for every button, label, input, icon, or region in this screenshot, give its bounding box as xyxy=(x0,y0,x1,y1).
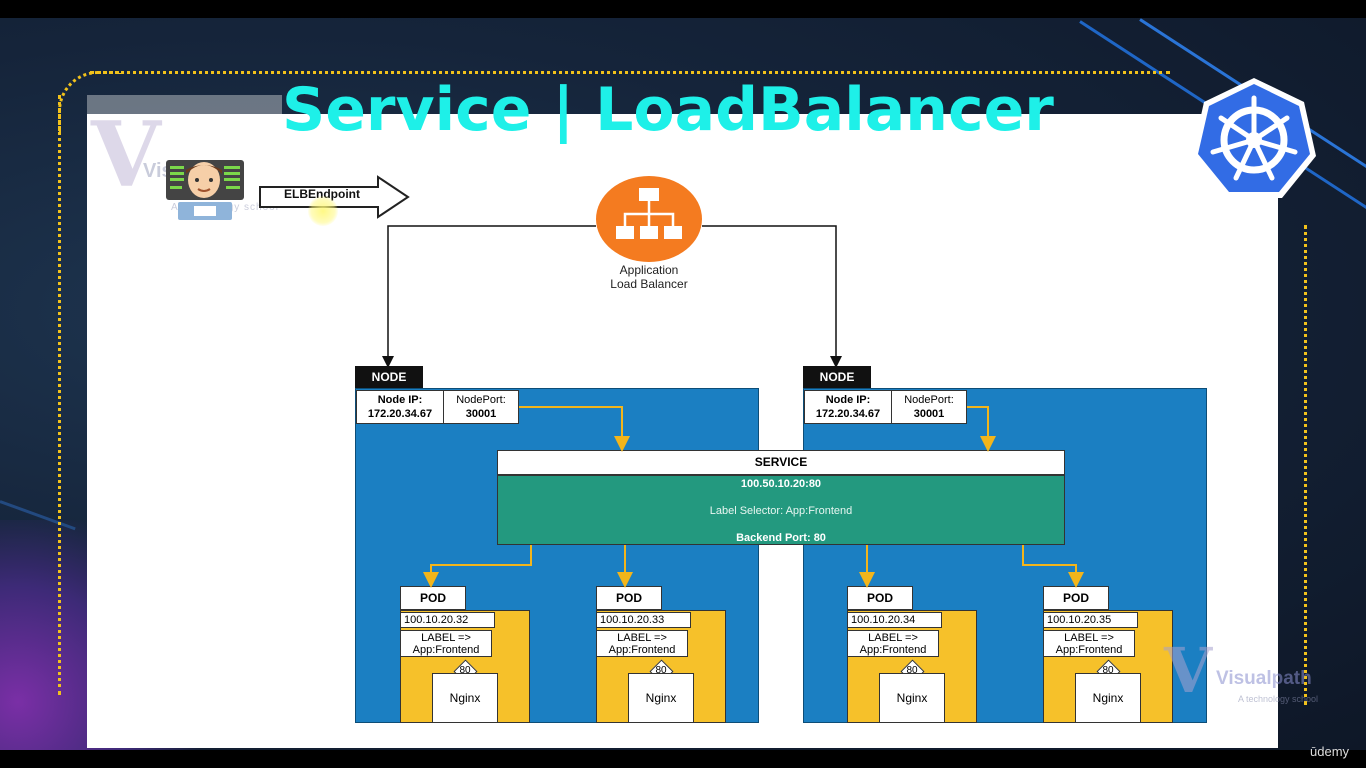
title-backdrop xyxy=(87,95,282,114)
pod-label-value: App:Frontend xyxy=(859,644,927,656)
nodeport-value: 30001 xyxy=(913,408,945,420)
container-port-value: 80 xyxy=(655,665,667,676)
nodeport-label: NodePort: xyxy=(904,394,954,406)
pod-ip: 100.10.20.33 xyxy=(596,612,691,628)
service-box: 100.50.10.20:80 Label Selector: App:Fron… xyxy=(497,475,1065,545)
visualpath-watermark-bottom: V Visualpath A technology school xyxy=(1164,634,1319,707)
elb-endpoint-label: ELBEndpoint xyxy=(284,187,360,201)
pod-tag: POD xyxy=(400,586,466,610)
pod-label-value: App:Frontend xyxy=(412,644,480,656)
lb-label-line2: Load Balancer xyxy=(610,277,688,291)
nginx-container: Nginx xyxy=(628,673,694,723)
slide-title: Service | LoadBalancer xyxy=(282,75,1054,145)
pod-label-value: App:Frontend xyxy=(1055,644,1123,656)
node-tag: NODE xyxy=(355,366,423,388)
node-ip-box: Node IP: 172.20.34.67 xyxy=(804,390,892,424)
dotted-border-top xyxy=(90,71,1170,74)
service-label-selector: Label Selector: App:Frontend xyxy=(709,505,853,517)
container-port-value: 80 xyxy=(459,665,471,676)
dotted-border-left xyxy=(58,95,61,695)
node-ip-label: Node IP: xyxy=(825,394,871,406)
service-title: SERVICE xyxy=(497,450,1065,475)
node-tag: NODE xyxy=(803,366,871,388)
pod-label-key: LABEL => xyxy=(617,632,667,644)
watermark-tagline: A technology school xyxy=(1238,694,1319,704)
nginx-container: Nginx xyxy=(1075,673,1141,723)
node-ip-value: 172.20.34.67 xyxy=(815,408,881,420)
pod-tag: POD xyxy=(847,586,913,610)
nodeport-label: NodePort: xyxy=(456,394,506,406)
lb-label-line1: Application xyxy=(619,263,679,277)
user-laptop-icon xyxy=(166,160,244,220)
nodeport-box: NodePort: 30001 xyxy=(443,390,519,424)
service-backend-port: Backend Port: 80 xyxy=(736,532,826,544)
mouse-cursor-highlight xyxy=(308,196,338,226)
kubernetes-logo-icon xyxy=(1192,78,1316,198)
nodeport-box: NodePort: 30001 xyxy=(891,390,967,424)
pod-label: LABEL => App:Frontend xyxy=(847,630,939,657)
pod-ip: 100.10.20.35 xyxy=(1043,612,1138,628)
right-arrow-icon xyxy=(259,175,410,219)
node-ip-value: 172.20.34.67 xyxy=(367,408,433,420)
container-port: 80 xyxy=(1096,659,1121,684)
pod-label-key: LABEL => xyxy=(868,632,918,644)
container-port-value: 80 xyxy=(1102,665,1114,676)
nginx-container: Nginx xyxy=(879,673,945,723)
pod-tag: POD xyxy=(596,586,662,610)
container-port: 80 xyxy=(900,659,925,684)
udemy-watermark: ūdemy xyxy=(1310,744,1350,759)
load-balancer-label: Application Load Balancer xyxy=(574,263,724,291)
container-port: 80 xyxy=(453,659,478,684)
node-ip-box: Node IP: 172.20.34.67 xyxy=(356,390,444,424)
pod-label: LABEL => App:Frontend xyxy=(400,630,492,657)
container-port-value: 80 xyxy=(906,665,918,676)
pod-ip: 100.10.20.32 xyxy=(400,612,495,628)
dotted-border-right xyxy=(1304,225,1307,705)
top-letterbox xyxy=(0,0,1366,18)
pod-label-key: LABEL => xyxy=(1064,632,1114,644)
container-port: 80 xyxy=(649,659,674,684)
load-balancer-icon xyxy=(596,176,702,262)
pod-tag: POD xyxy=(1043,586,1109,610)
pod-label-value: App:Frontend xyxy=(608,644,676,656)
nodeport-value: 30001 xyxy=(465,408,497,420)
pod-ip: 100.10.20.34 xyxy=(847,612,942,628)
bottom-letterbox xyxy=(0,750,1366,768)
pod-label: LABEL => App:Frontend xyxy=(596,630,688,657)
pod-label-key: LABEL => xyxy=(421,632,471,644)
service-ip: 100.50.10.20:80 xyxy=(740,478,822,490)
watermark-brand: Visualpath xyxy=(1216,668,1312,689)
nginx-container: Nginx xyxy=(432,673,498,723)
node-ip-label: Node IP: xyxy=(377,394,423,406)
pod-label: LABEL => App:Frontend xyxy=(1043,630,1135,657)
